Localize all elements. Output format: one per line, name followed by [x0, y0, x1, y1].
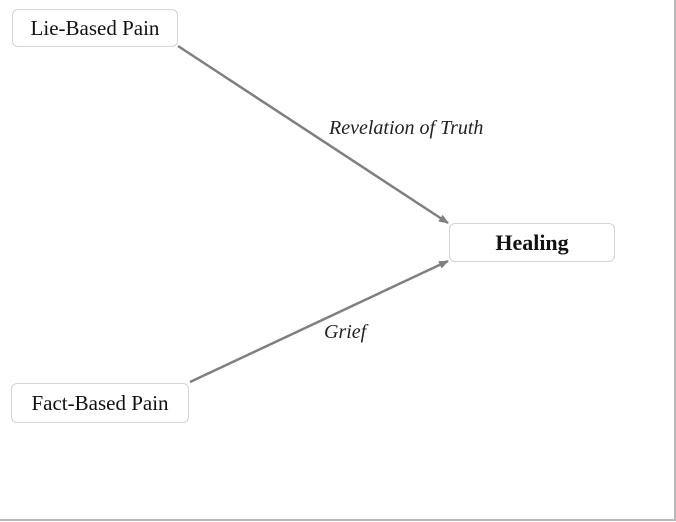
node-healing[interactable]: Healing [449, 223, 615, 262]
node-lie-based-pain-label: Lie-Based Pain [30, 15, 160, 40]
edge-label-grief: Grief [324, 321, 367, 343]
node-healing-label: Healing [495, 229, 569, 255]
node-fact-based-pain[interactable]: Fact-Based Pain [11, 383, 189, 423]
edge-label-revelation-of-truth: Revelation of Truth [329, 117, 484, 139]
node-fact-based-pain-label: Fact-Based Pain [31, 390, 169, 415]
node-lie-based-pain[interactable]: Lie-Based Pain [12, 9, 178, 47]
edge-fact-to-healing [189, 259, 449, 384]
edge-lie-to-healing [177, 44, 449, 225]
